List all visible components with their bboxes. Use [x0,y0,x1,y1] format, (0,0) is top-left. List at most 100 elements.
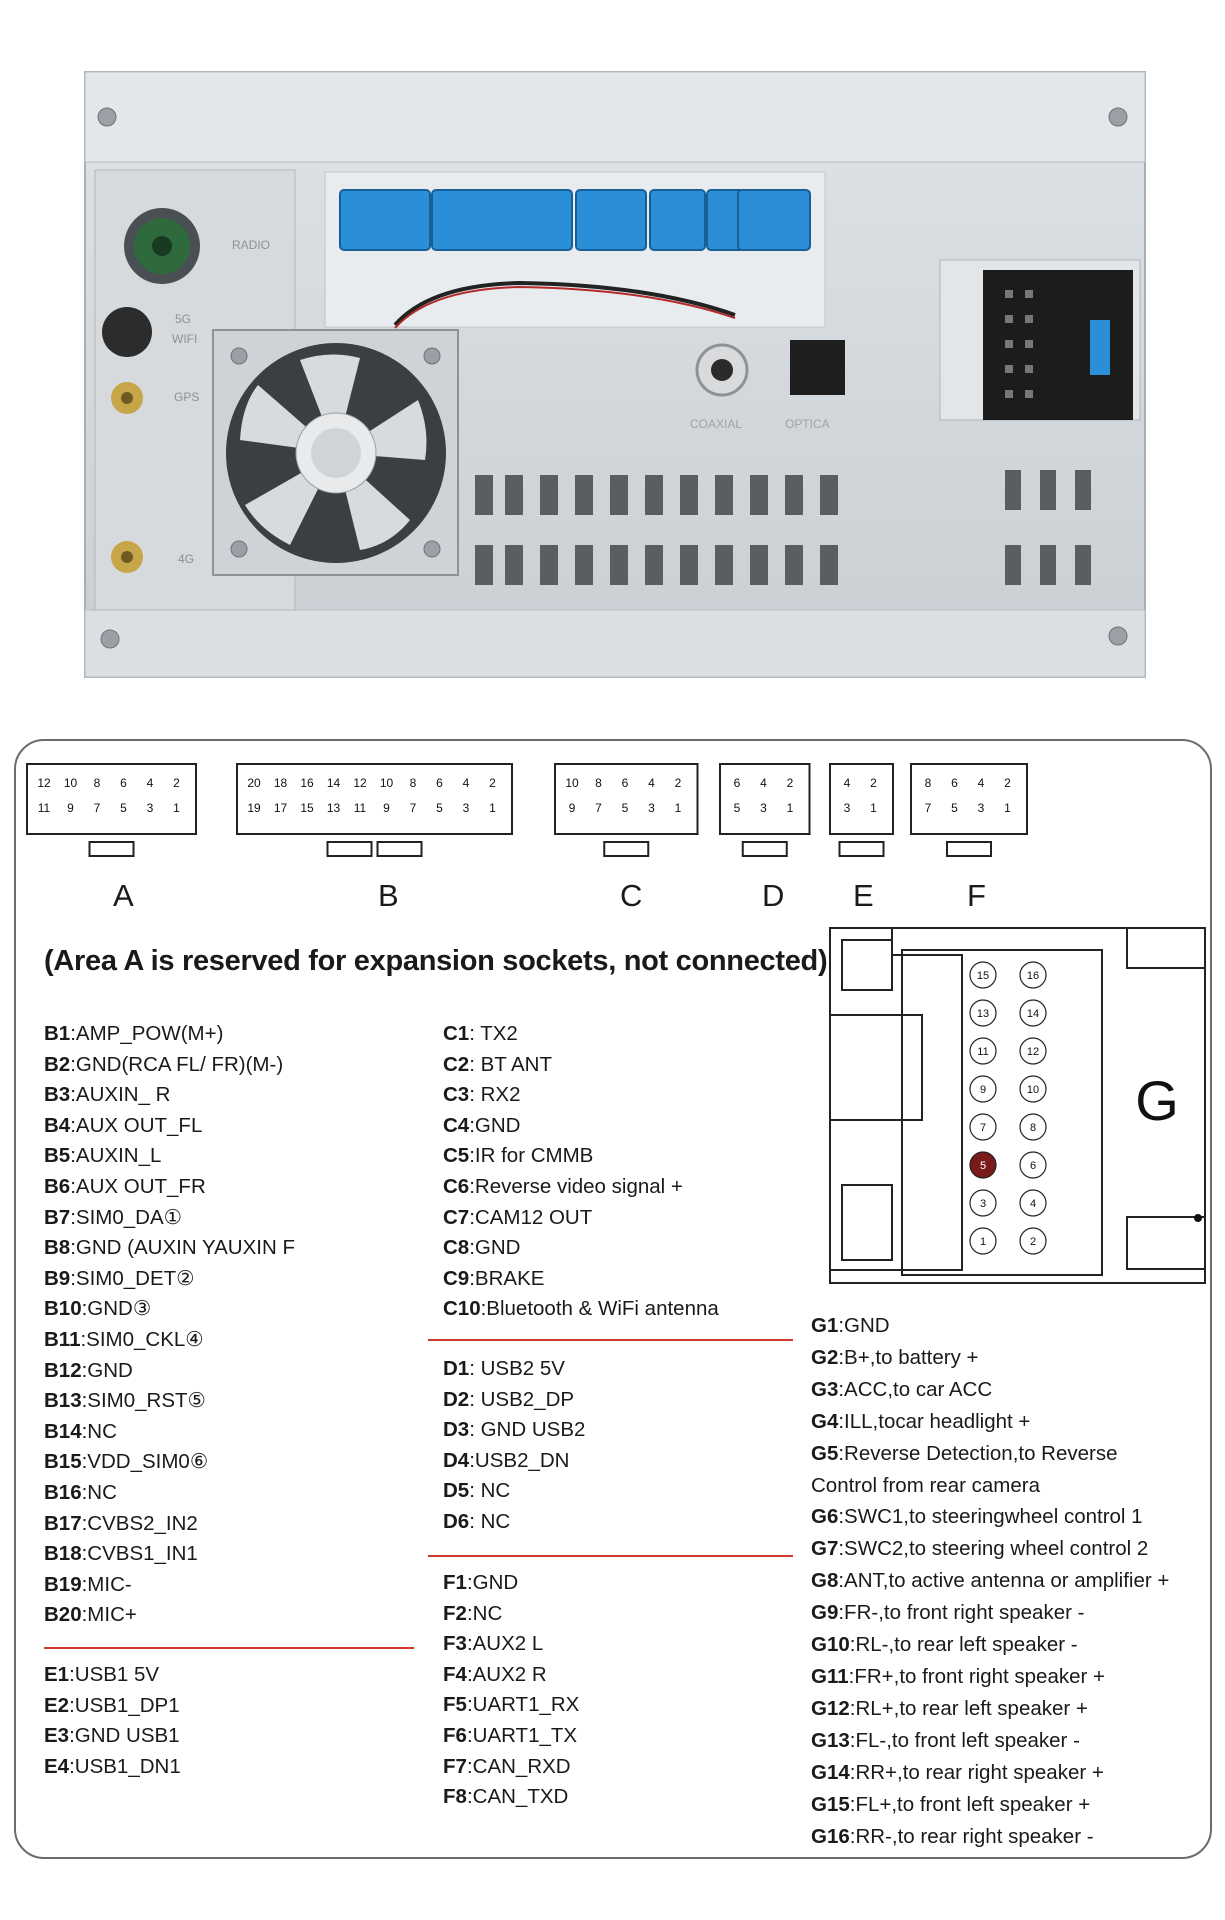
pin-number: 2 [787,776,794,790]
pin-description: :FR-,to front right speaker - [838,1601,1085,1625]
pin-row-f: F3:AUX2 L [443,1629,579,1660]
connector-label-e: E [853,878,874,913]
pin-description: :SIM0_CKL④ [80,1327,204,1351]
pin-id: F3 [443,1632,467,1656]
pin-number: 1 [980,1236,986,1248]
pin-number: 18 [274,776,288,790]
separator [44,1647,414,1649]
blue-connector [339,189,811,251]
pin-id: B4 [44,1113,71,1137]
pin-number: 2 [173,776,180,790]
pin-description: :GND (AUXIN YAUXIN F [70,1236,295,1260]
gps-label: GPS [174,390,199,404]
pin-row-g: G8:ANT,to active antenna or amplifier + [811,1565,1169,1597]
pin-description: :SIM0_RST⑤ [81,1389,206,1413]
pin-number: 6 [622,776,629,790]
pin-row-g: G6:SWC1,to steeringwheel control 1 [811,1501,1169,1533]
pin-number: 15 [977,970,989,982]
pin-id: G12 [811,1696,850,1720]
connector-label-a: A [113,878,134,913]
pin-id: B16 [44,1480,82,1504]
pin-id: D5 [443,1479,470,1503]
pin-row-b: B20:MIC+ [44,1600,295,1631]
pin-description: :GND [81,1358,133,1382]
pin-number: 11 [977,1046,988,1058]
pin-number: 2 [1030,1236,1036,1248]
pin-description: : BT ANT [469,1052,552,1076]
pin-id: C1 [443,1022,470,1045]
pin-row-c: C8:GND [443,1233,719,1264]
pin-number: 8 [595,776,602,790]
pin-id: B1 [44,1022,71,1045]
screw-icon [97,107,1128,649]
connector-label-b: B [378,878,399,913]
pin-row-c: C4:GND [443,1111,719,1142]
pin-id: F8 [443,1785,467,1809]
pin-row-c: C5:IR for CMMB [443,1141,719,1172]
pin-number: 17 [274,801,288,815]
pin-number: 16 [1027,970,1039,982]
pin-description: : USB2 5V [469,1357,565,1380]
g-pin [969,1075,997,1103]
pin-row-b: B4:AUX OUT_FL [44,1111,295,1142]
pin-id: G1 [811,1314,839,1337]
pin-number: 7 [925,801,932,815]
pin-id: C6 [443,1174,470,1198]
pin-row-b: B17:CVBS2_IN2 [44,1509,295,1540]
pin-description: :RL-,to rear left speaker - [849,1633,1078,1657]
pin-description: :GND③ [81,1297,152,1321]
pin-row-c: C1: TX2 [443,1019,719,1050]
pin-row-b: B18:CVBS1_IN1 [44,1539,295,1570]
fuse [1090,320,1110,375]
pinout-panel [14,739,1212,1859]
pin-row-f: F5:UART1_RX [443,1690,579,1721]
pin-number: 4 [760,776,767,790]
pin-id: G3 [811,1377,839,1401]
pin-id: E1 [44,1663,70,1686]
radio-label: RADIO [232,238,270,252]
pin-number: 3 [844,801,851,815]
coaxial-label: COAXIAL [690,417,742,431]
pin-description: :ACC,to car ACC [838,1377,993,1401]
pin-description: :GND [469,1236,521,1260]
pin-id: F6 [443,1723,467,1747]
pin-number: 4 [1030,1198,1036,1210]
pin-description: :Reverse video signal + [469,1174,683,1198]
pin-id: B7 [44,1205,71,1229]
pin-id: D1 [443,1357,470,1380]
g-pin [1019,1037,1047,1065]
pin-row-g: G7:SWC2,to steering wheel control 2 [811,1533,1169,1565]
pin-row-b: B10:GND③ [44,1294,295,1325]
g-pin [1019,1151,1047,1179]
pin-number: 19 [247,801,261,815]
connector-label-c: C [620,878,643,913]
pin-row-c: C6:Reverse video signal + [443,1172,719,1203]
pin-row-b: B2:GND(RCA FL/ FR)(M-) [44,1050,295,1081]
pin-description: :SIM0_DET② [70,1266,195,1290]
separator [428,1339,793,1341]
pin-row-c: C10:Bluetooth & WiFi antenna [443,1294,719,1325]
pin-description: : GND USB2 [469,1418,586,1442]
pin-description: :USB2_DN [469,1448,570,1472]
g-pin [1019,1113,1047,1141]
pin-id: C5 [443,1144,470,1168]
pin-id: C3 [443,1083,470,1107]
pin-description: : RX2 [469,1083,521,1107]
g-pin [1019,1189,1047,1217]
pin-number: 11 [38,801,51,815]
optical-jack [790,340,845,395]
pin-number: 10 [64,776,78,790]
pin-number: 3 [760,801,767,815]
pin-row-e: E3:GND USB1 [44,1721,181,1752]
pin-id: F1 [443,1571,467,1594]
pin-description: :CAM12 OUT [469,1205,593,1229]
pin-description: :VDD_SIM0⑥ [81,1450,209,1474]
pin-id: G8 [811,1569,839,1593]
pin-number: 6 [120,776,127,790]
pin-number: 5 [734,801,741,815]
pin-description: : NC [469,1479,511,1503]
